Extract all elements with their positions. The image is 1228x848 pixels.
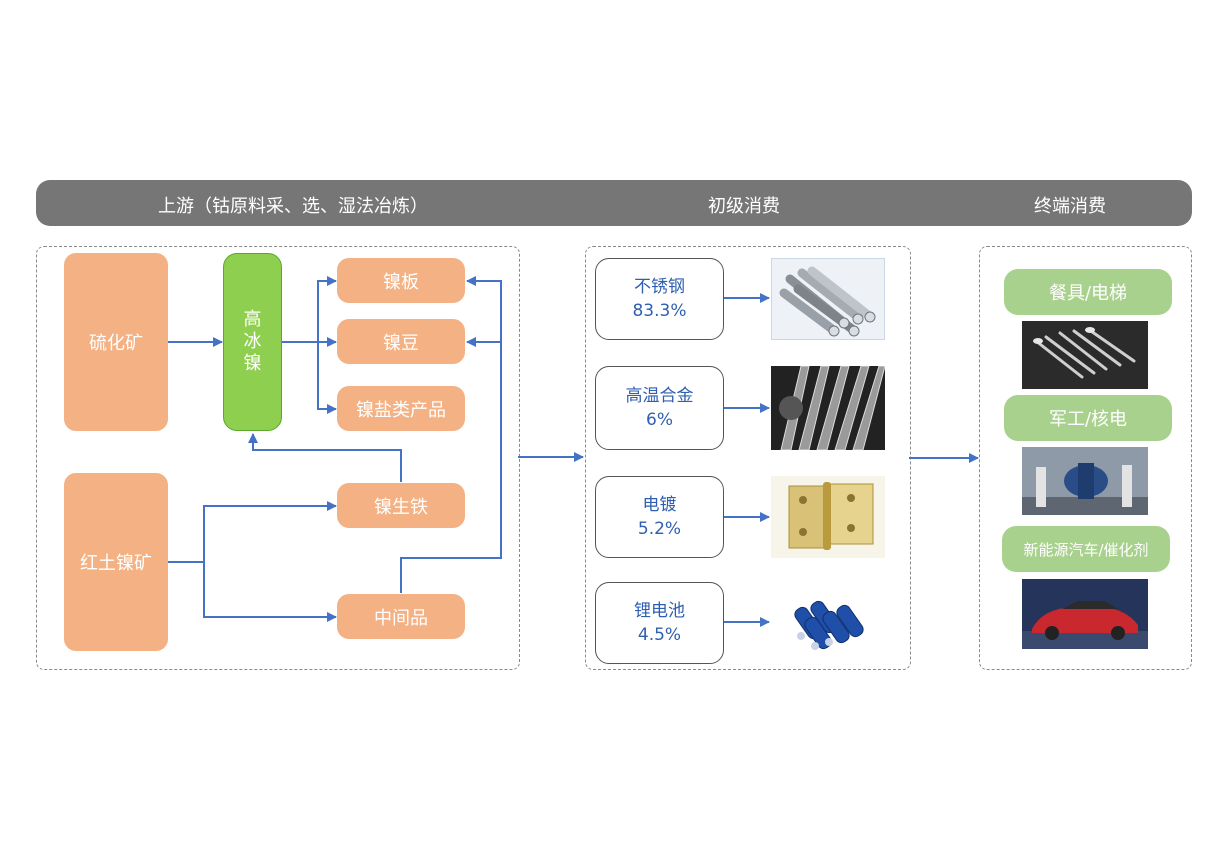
header-upstream: 上游（钴原料采、选、湿法冶炼）: [158, 196, 428, 217]
steel-bars-photo: [771, 258, 885, 340]
nickel-bean-box: 镍豆: [337, 319, 465, 364]
high-ice-nickel-box: 高冰镍: [223, 253, 282, 431]
lithium-battery-label: 锂电池: [634, 601, 685, 621]
electroplating-box: 电镀 5.2%: [595, 476, 724, 558]
header-terminal: 终端消费: [1034, 196, 1106, 217]
electric-car-photo: [1022, 579, 1148, 649]
stainless-steel-box: 不锈钢 83.3%: [595, 258, 724, 340]
nickel-pig-iron-box: 镍生铁: [337, 483, 465, 528]
electroplating-share: 5.2%: [637, 519, 682, 539]
sulfide-ore-box: 硫化矿: [64, 253, 168, 431]
stainless-steel-label: 不锈钢: [634, 277, 685, 297]
header-bar: 上游（钴原料采、选、湿法冶炼） 初级消费 终端消费: [36, 180, 1192, 226]
terminal-panel: [979, 246, 1192, 670]
military-nuclear-box: 军工/核电: [1004, 395, 1172, 441]
battery-cells-photo: [771, 582, 885, 664]
nev-catalyst-box: 新能源汽车/催化剂: [1002, 526, 1170, 572]
lithium-battery-share: 4.5%: [637, 625, 682, 645]
cutlery-photo: [1022, 321, 1148, 389]
laterite-ore-box: 红土镍矿: [64, 473, 168, 651]
superalloy-share: 6%: [646, 410, 673, 430]
tableware-elevator-box: 餐具/电梯: [1004, 269, 1172, 315]
turbine-blades-photo: [771, 366, 885, 450]
military-aircraft-photo: [1022, 447, 1148, 515]
stainless-steel-share: 83.3%: [632, 301, 687, 321]
lithium-battery-box: 锂电池 4.5%: [595, 582, 724, 664]
header-primary: 初级消费: [708, 196, 780, 217]
nickel-plate-box: 镍板: [337, 258, 465, 303]
intermediate-box: 中间品: [337, 594, 465, 639]
superalloy-label: 高温合金: [625, 386, 694, 406]
superalloy-box: 高温合金 6%: [595, 366, 724, 450]
electroplating-label: 电镀: [642, 495, 677, 515]
brass-hinge-photo: [771, 476, 885, 558]
nickel-salt-box: 镍盐类产品: [337, 386, 465, 431]
